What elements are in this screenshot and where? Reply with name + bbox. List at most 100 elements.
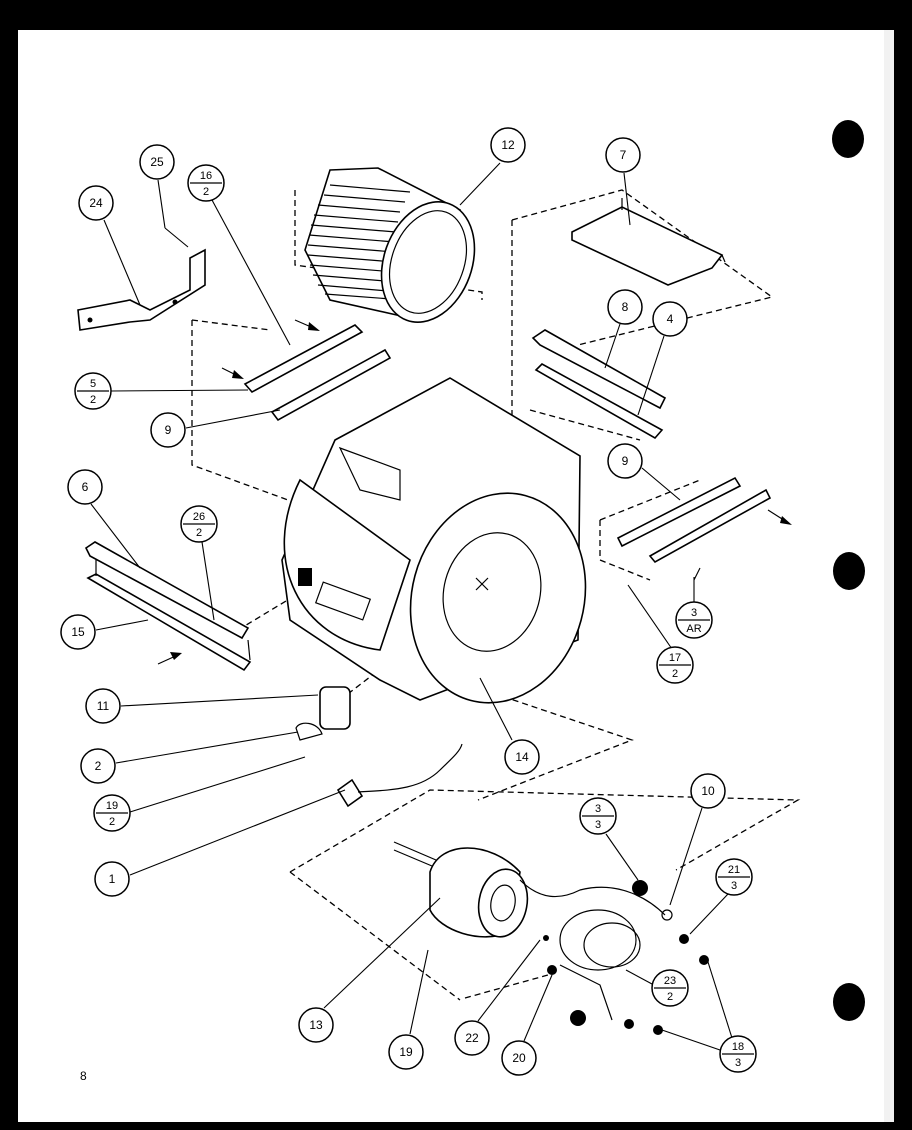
paper-right-edge <box>884 30 894 1122</box>
callout-label: 24 <box>89 196 103 210</box>
callout-label: 25 <box>150 155 164 169</box>
fraction-callout-f21_3: 213 <box>715 858 753 896</box>
rail-6 <box>84 541 252 672</box>
callout-circle <box>652 301 688 337</box>
fraction-denominator: 2 <box>672 668 678 680</box>
callout-c7: 7 <box>605 137 641 173</box>
callout-label: 9 <box>165 423 172 437</box>
callout-label: 1 <box>109 872 116 886</box>
fraction-numerator: 3 <box>691 607 697 619</box>
fraction-numerator: 16 <box>200 170 212 182</box>
leader-lines <box>90 162 733 1051</box>
callout-label: 2 <box>95 759 102 773</box>
callout-circle <box>504 739 540 775</box>
page-number: 8 <box>80 1069 87 1083</box>
callout-circle <box>605 137 641 173</box>
callout-label: 14 <box>515 750 529 764</box>
callout-circle <box>490 127 526 163</box>
fraction-numerator: 5 <box>90 378 96 390</box>
fraction-denominator: 3 <box>595 819 601 831</box>
callout-c9b: 9 <box>607 443 643 479</box>
callout-c20: 20 <box>501 1040 537 1076</box>
bracket-24 <box>77 248 206 331</box>
fraction-numerator: 17 <box>669 652 681 664</box>
fraction-callout-f3_3: 33 <box>579 797 617 835</box>
callout-label: 4 <box>667 312 674 326</box>
blower-wheel <box>304 167 476 323</box>
callout-c2: 2 <box>80 748 116 784</box>
top-plate <box>571 198 726 286</box>
callout-circle <box>78 185 114 221</box>
callout-circle <box>94 861 130 897</box>
callout-circle <box>85 688 121 724</box>
fraction-denominator: AR <box>686 623 701 635</box>
callout-c1: 1 <box>94 861 130 897</box>
fraction-numerator: 18 <box>732 1041 744 1053</box>
callout-label: 19 <box>399 1045 413 1059</box>
fraction-callout-f16_2: 162 <box>187 164 225 202</box>
callout-c24: 24 <box>78 185 114 221</box>
fraction-denominator: 3 <box>735 1057 741 1069</box>
fraction-numerator: 21 <box>728 864 740 876</box>
callout-label: 11 <box>97 699 110 713</box>
callout-c9a: 9 <box>150 412 186 448</box>
callout-c12: 12 <box>490 127 526 163</box>
callout-label: 15 <box>71 625 85 639</box>
callout-c6: 6 <box>67 469 103 505</box>
fraction-numerator: 19 <box>106 800 118 812</box>
fraction-denominator: 2 <box>196 527 202 539</box>
fraction-callout-f3_AR: 3AR <box>675 601 713 639</box>
fraction-denominator: 2 <box>109 816 115 828</box>
motor-mount <box>519 879 709 1035</box>
fraction-callout-f17_2: 172 <box>656 646 694 684</box>
rail-16 <box>243 324 392 422</box>
callout-c4: 4 <box>652 301 688 337</box>
callout-label: 13 <box>309 1018 323 1032</box>
fraction-denominator: 3 <box>731 880 737 892</box>
callout-c15: 15 <box>60 614 96 650</box>
rail-8 <box>531 329 667 440</box>
blower-housing <box>281 377 587 704</box>
binder-hole-top <box>832 120 864 158</box>
callout-label: 12 <box>501 138 515 152</box>
plug-wire <box>336 743 463 808</box>
callout-c19: 19 <box>388 1034 424 1070</box>
callout-c13: 13 <box>298 1007 334 1043</box>
callout-circle <box>60 614 96 650</box>
binder-hole-bottom <box>833 983 865 1021</box>
callout-label: 8 <box>622 300 629 314</box>
fraction-callout-f19_2: 192 <box>93 794 131 832</box>
blower-motor <box>393 841 529 938</box>
binder-hole-middle <box>833 552 865 590</box>
fraction-callout-f23_2: 232 <box>651 969 689 1007</box>
callout-c11: 11 <box>85 688 121 724</box>
callout-circle <box>150 412 186 448</box>
callout-circle <box>607 443 643 479</box>
fraction-denominator: 2 <box>90 394 96 406</box>
callout-circle <box>388 1034 424 1070</box>
fraction-denominator: 2 <box>203 186 209 198</box>
callout-label: 20 <box>512 1051 526 1065</box>
callout-circle <box>501 1040 537 1076</box>
callout-circle <box>607 289 643 325</box>
callout-circle <box>67 469 103 505</box>
airflow-arrows <box>157 319 792 665</box>
callout-label: 7 <box>620 148 627 162</box>
callout-circle <box>454 1020 490 1056</box>
fraction-callout-f26_2: 262 <box>180 505 218 543</box>
dashed-assembly-lines <box>191 189 801 1001</box>
callout-circle <box>80 748 116 784</box>
callout-c14: 14 <box>504 739 540 775</box>
fraction-numerator: 26 <box>193 511 205 523</box>
callout-c22: 22 <box>454 1020 490 1056</box>
callout-circle <box>298 1007 334 1043</box>
rail-9-right <box>616 476 772 564</box>
callout-label: 6 <box>82 480 89 494</box>
fraction-numerator: 23 <box>664 975 676 987</box>
capacitor <box>295 686 351 741</box>
callout-c10: 10 <box>690 773 726 809</box>
callout-c25: 25 <box>139 144 175 180</box>
